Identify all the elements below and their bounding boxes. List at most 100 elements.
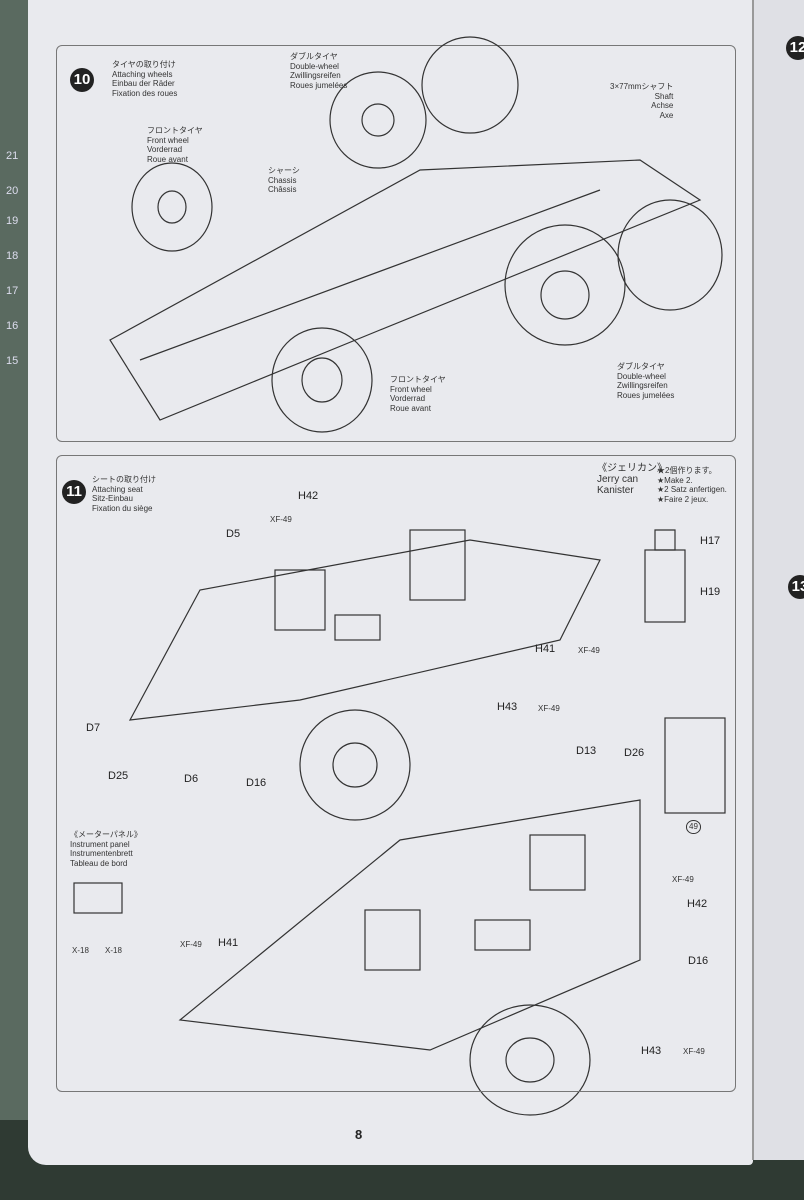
label-line: Double-wheel (617, 371, 666, 381)
part-h41: H41 (535, 643, 556, 655)
label-line: Roue avant (147, 154, 188, 164)
step-11-badge: 11 (62, 480, 86, 504)
label-line: 《メーターパネル》 (70, 830, 142, 839)
label-line: Front wheel (390, 384, 432, 394)
wheel-double-rear-top (329, 36, 519, 169)
ruler-mark: 15 (6, 355, 19, 367)
part-d25: D25 (108, 770, 129, 782)
label-line: Shaft (654, 91, 674, 101)
ruler-mark: 16 (6, 320, 19, 332)
paint-xf49: XF-49 (672, 875, 694, 884)
paint-xf49: XF-49 (538, 704, 560, 713)
part-h43: H43 (497, 701, 518, 713)
label-line: Roues jumelées (617, 390, 675, 400)
step-12-badge: 12 (786, 36, 804, 60)
jerry-can-notes: ★2個作ります。★Make 2.★2 Satz anfertigen.★Fair… (657, 466, 727, 504)
part-d5: D5 (226, 528, 241, 540)
part-d13: D13 (576, 745, 597, 757)
label-line: フロントタイヤ (390, 375, 446, 384)
label-line: Front wheel (147, 135, 189, 145)
part-h41-lower: H41 (218, 937, 239, 949)
part-d16: D16 (246, 777, 267, 789)
label-line: シャーシ (268, 166, 300, 175)
title-jp: シートの取り付け (92, 475, 156, 484)
instruction-card (664, 717, 726, 814)
step-10-title: タイヤの取り付け Attaching wheels Einbau der Räd… (112, 60, 177, 98)
part-d6: D6 (184, 773, 199, 785)
label-line: Châssis (268, 185, 297, 194)
chassis-frame (109, 159, 702, 421)
part-h19: H19 (700, 586, 721, 598)
seat-assembly-upper (128, 529, 601, 721)
paint-xf49: XF-49 (270, 515, 292, 524)
title-fr: Fixation du siège (92, 503, 153, 513)
seat-assembly-lower (178, 799, 641, 1051)
title-en: Attaching wheels (112, 69, 173, 79)
step-10-badge: 10 (70, 68, 94, 92)
note-line: ★2 Satz anfertigen. (657, 485, 727, 494)
step-13-badge: 13 (788, 575, 804, 599)
title-de: Einbau der Räder (112, 79, 175, 88)
label-line: Roues jumelées (290, 80, 348, 90)
next-page-edge: 12 13 (752, 0, 804, 1160)
label-line: ダブルタイヤ (617, 362, 665, 371)
label-line: Instrumentenbrett (70, 849, 133, 858)
label-line: Chassis (268, 175, 297, 185)
instrument-panel-part (73, 882, 123, 914)
label-line: Zwillingsreifen (617, 381, 668, 390)
ruler-mark: 19 (6, 215, 19, 227)
part-49: 49 (686, 820, 701, 834)
title-fr: Fixation des roues (112, 88, 178, 98)
part-h17: H17 (700, 535, 721, 547)
label-line: Double-wheel (290, 61, 339, 71)
wheel-front-step11 (299, 709, 411, 821)
label-line: 《ジェリカン》 (597, 463, 667, 474)
part-d16-lower: D16 (688, 955, 709, 967)
title-jp: タイヤの取り付け (112, 60, 176, 69)
step-11-title: シートの取り付け Attaching seat Sitz-Einbau Fixa… (92, 475, 156, 513)
paint-xf49: XF-49 (180, 940, 202, 949)
step-10-panel (56, 45, 736, 442)
note-line: ★Faire 2 jeux. (657, 494, 709, 504)
wheel-front-left (131, 162, 213, 252)
note-line: ★Make 2. (657, 475, 693, 485)
label-line: Vorderrad (147, 145, 183, 154)
label-line: ダブルタイヤ (290, 52, 338, 61)
label-line: 3×77mmシャフト (610, 82, 674, 91)
wheel-double-rear-bottom (504, 199, 723, 346)
part-h42: H42 (298, 490, 319, 502)
ruler-mark: 18 (6, 250, 19, 262)
label-line: Axe (659, 110, 674, 120)
label-line: Kanister (597, 485, 634, 496)
part-d7: D7 (86, 722, 101, 734)
ruler-mark: 21 (6, 150, 19, 162)
title-en: Attaching seat (92, 484, 143, 494)
ruler-mark: 17 (6, 285, 19, 297)
label-line: Jerry can (597, 474, 639, 485)
page-number: 8 (355, 1127, 363, 1142)
ruler-mark: 20 (6, 185, 19, 197)
note-line: ★2個作ります。 (657, 466, 717, 475)
instruction-page (28, 0, 753, 1165)
label-line: Zwillingsreifen (290, 71, 341, 80)
label-line: Instrument panel (70, 839, 130, 849)
jerry-can (644, 529, 686, 623)
paint-xf49: XF-49 (578, 646, 600, 655)
label-line: Tableau de bord (70, 858, 128, 868)
wheel-lower (469, 1004, 591, 1116)
paint-x18: X-18 (105, 946, 122, 955)
paint-xf49: XF-49 (683, 1047, 705, 1056)
part-d26: D26 (624, 747, 645, 759)
paint-x18: X-18 (72, 946, 89, 955)
label-line: Roue avant (390, 403, 431, 413)
wheel-front-right (271, 327, 373, 433)
part-h42-lower: H42 (687, 898, 708, 910)
